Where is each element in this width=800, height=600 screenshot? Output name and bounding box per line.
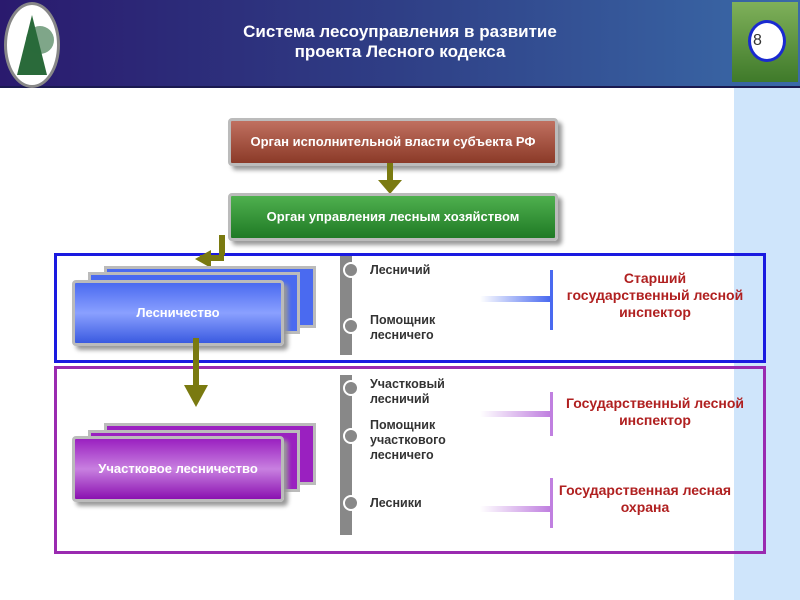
arrow-connector xyxy=(219,235,225,255)
connector-line xyxy=(480,506,550,512)
bracket xyxy=(550,392,553,436)
executive-body-box: Орган исполнительной власти субъекта РФ xyxy=(228,118,558,166)
forestry-box: Лесничество xyxy=(72,280,284,346)
role-label: Помощник участкового лесничего xyxy=(370,418,446,462)
bullet-icon xyxy=(343,495,359,511)
inspector-label: Государственный лесной инспектор xyxy=(566,395,744,428)
role-label: Участковый лесничий xyxy=(370,377,445,406)
bullet-icon xyxy=(343,262,359,278)
connector-line xyxy=(480,411,550,417)
role-label: Лесничий xyxy=(370,263,431,277)
page-number: 8 xyxy=(748,20,786,62)
arrow-connector xyxy=(200,255,224,261)
connector-line xyxy=(480,296,550,302)
role-label: Лесники xyxy=(370,496,422,510)
forestry-panel xyxy=(54,253,766,363)
header-bar xyxy=(0,0,800,88)
timeline-bar xyxy=(340,375,352,535)
arrow-down-connector xyxy=(387,163,393,183)
arrow-connector xyxy=(193,338,199,388)
side-strip xyxy=(734,88,800,600)
role-label: Помощник лесничего xyxy=(370,313,436,342)
senior-inspector-label: Старший государственный лесной инспектор xyxy=(566,270,744,320)
bracket xyxy=(550,478,553,528)
district-forestry-box: Участковое лесничество xyxy=(72,436,284,502)
bullet-icon xyxy=(343,428,359,444)
arrow-down-icon xyxy=(184,385,208,407)
arrow-down-icon xyxy=(378,180,402,194)
management-body-box: Орган управления лесным хозяйством xyxy=(228,193,558,241)
arrow-left-icon xyxy=(195,250,211,268)
bracket xyxy=(550,270,553,330)
forest-guard-label: Государственная лесная охрана xyxy=(558,482,732,515)
forest-logo xyxy=(4,2,60,88)
district-forestry-panel xyxy=(54,366,766,554)
bullet-icon xyxy=(343,380,359,396)
bullet-icon xyxy=(343,318,359,334)
